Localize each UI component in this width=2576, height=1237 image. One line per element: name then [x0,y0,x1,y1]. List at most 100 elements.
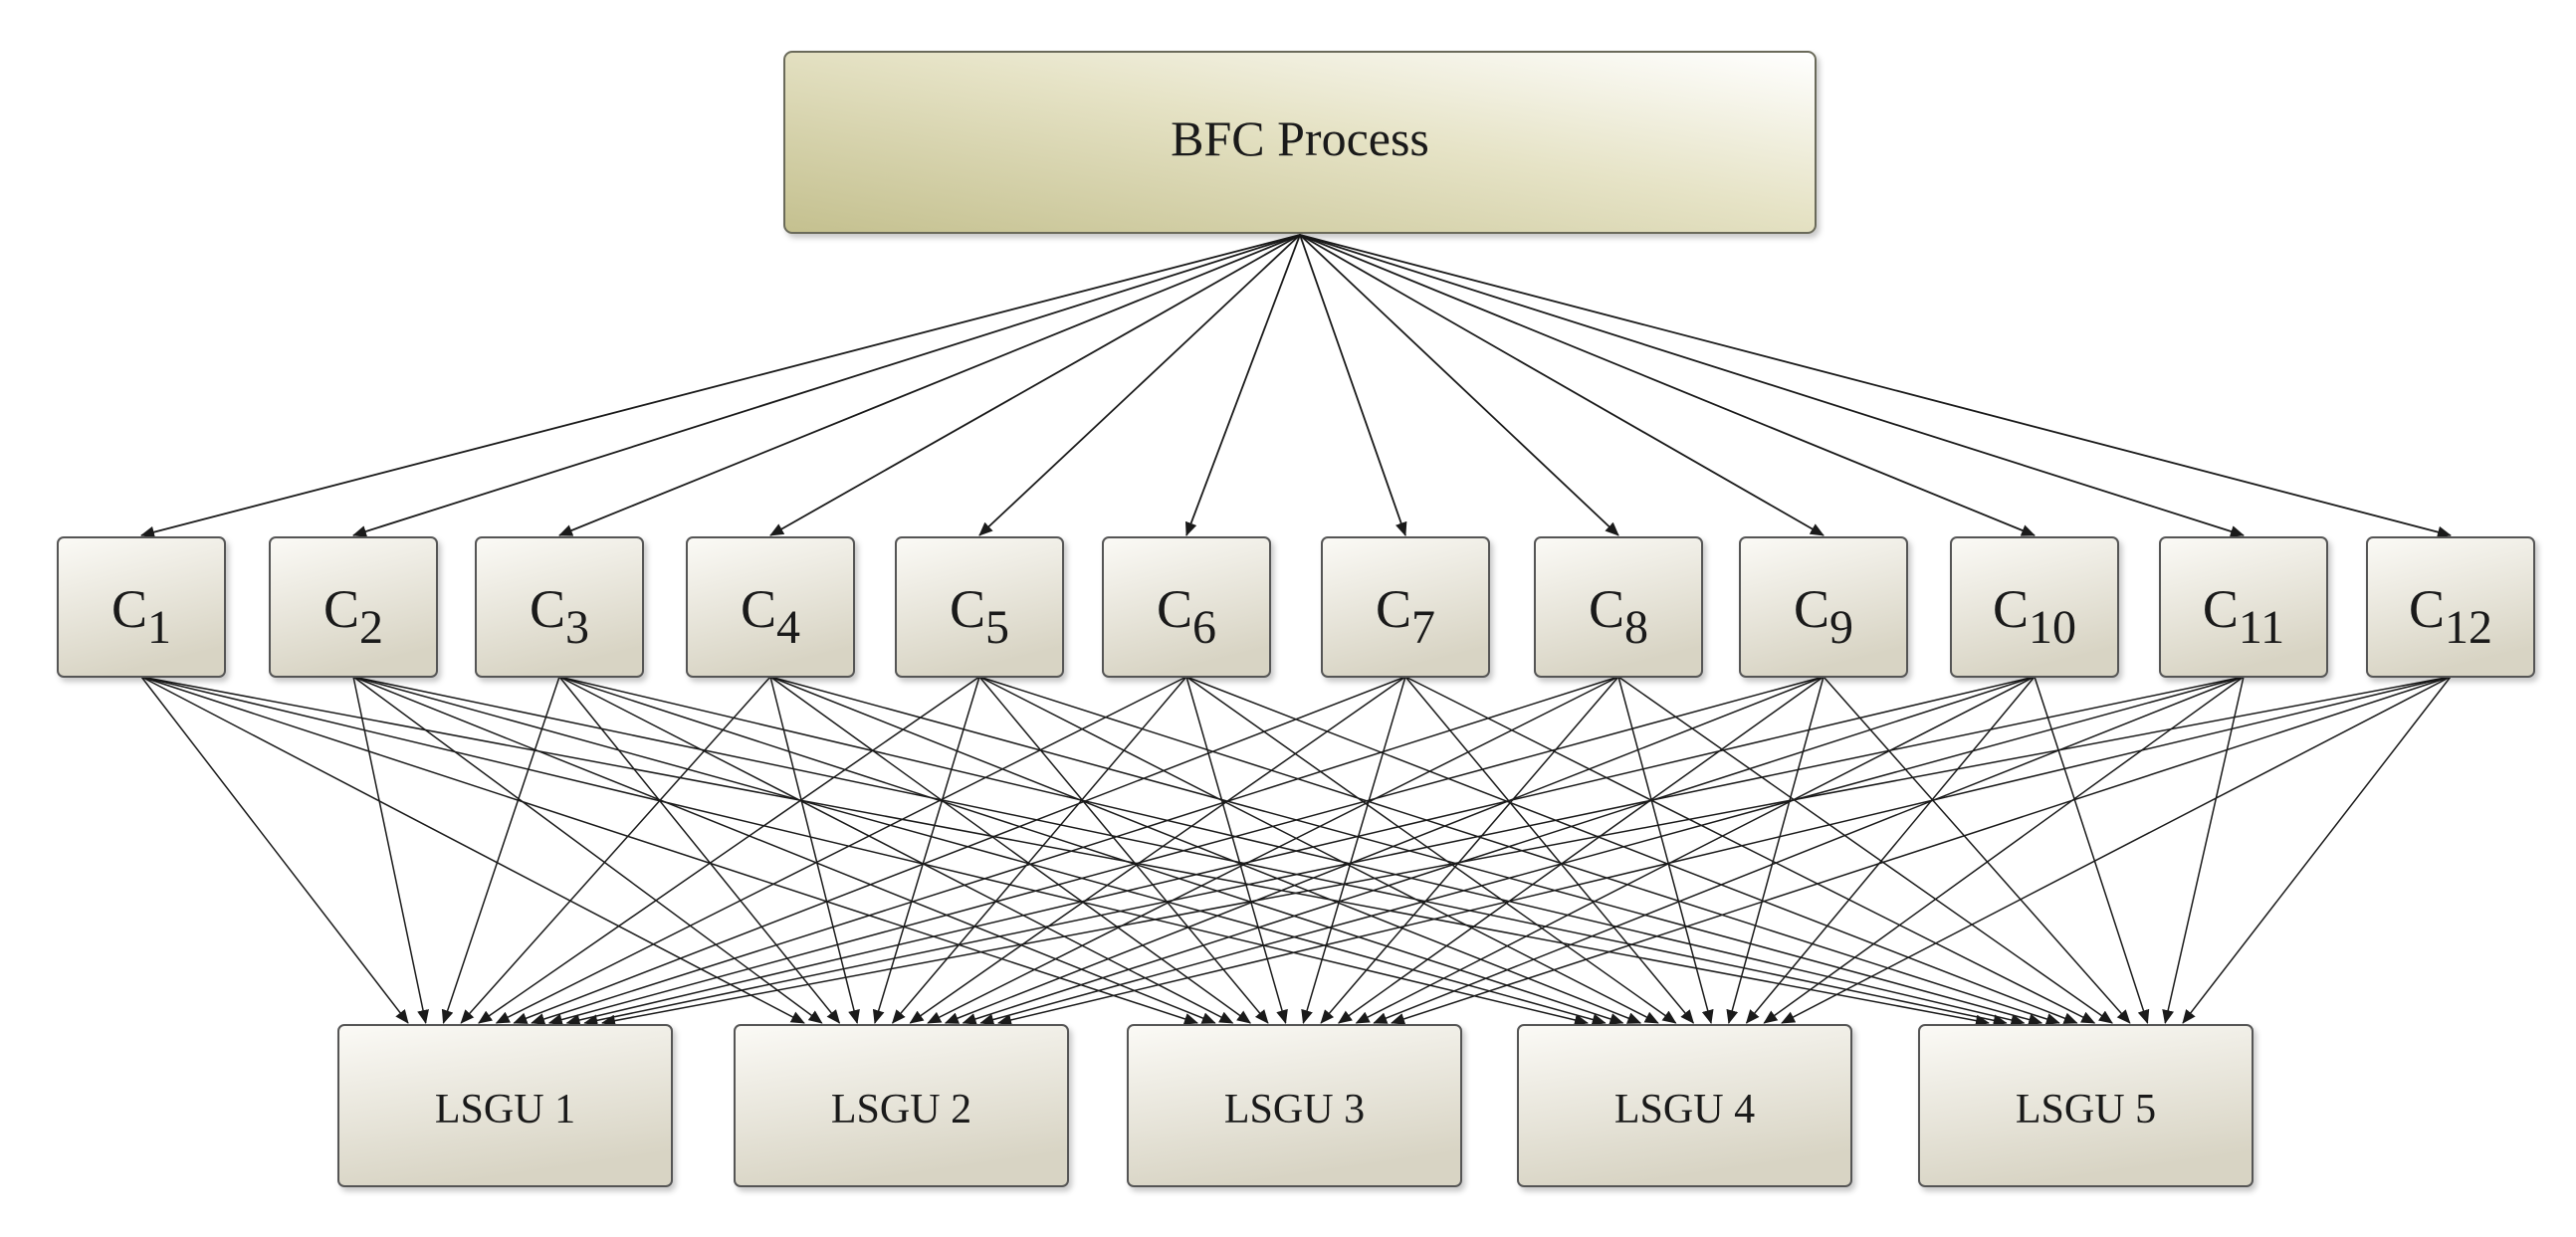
edge-root-to-c12 [1299,234,2452,538]
alternative-box [734,1024,1069,1187]
edge-c4-to-lsgu1 [460,676,771,1024]
criterion-base: C [111,579,147,639]
edge-c3-to-lsgu3 [558,676,1234,1024]
edge-c4-to-lsgu4 [769,676,1642,1024]
edge-c11-to-lsgu3 [1373,676,2245,1024]
edge-c9-to-lsgu3 [1338,676,1825,1024]
criterion-base: C [1589,579,1624,639]
edge-c9-to-lsgu2 [944,676,1825,1024]
edge-c1-to-lsgu3 [140,676,1198,1025]
edge-c11-to-lsgu4 [1763,676,2245,1024]
criterion-subscript: 1 [147,601,171,654]
criterion-base: C [2409,579,2445,639]
criterion-base: C [1157,579,1192,639]
edge-c12-to-lsgu2 [997,676,2452,1026]
criterion-subscript: 5 [985,601,1009,654]
edge-c8-to-lsgu4 [1617,676,1714,1024]
criterion-subscript: 6 [1192,601,1216,654]
edge-c11-to-lsgu1 [583,676,2245,1027]
criterion-subscript: 11 [2239,601,2284,654]
criterion-base: C [950,579,985,639]
edge-root-to-c8 [1299,234,1619,536]
criterion-label-8: C8 [1589,579,1648,654]
criterion-subscript: 3 [565,601,589,654]
criterion-label-6: C6 [1157,579,1216,654]
criterion-node-7: C7 [1321,536,1490,678]
edge-root-to-c10 [1299,234,2036,536]
criterion-label-7: C7 [1376,579,1435,654]
alternative-box [1127,1024,1462,1187]
edge-c12-to-lsgu3 [1391,676,2452,1025]
criterion-subscript: 10 [2029,601,2076,654]
criterion-box [475,536,644,678]
criterion-node-11: C11 [2159,536,2328,678]
edge-c12-to-lsgu5 [2182,676,2452,1024]
edge-c6-to-lsgu3 [1185,676,1288,1024]
criterion-box [269,536,438,678]
edge-c2-to-lsgu3 [352,676,1216,1024]
edge-c8-to-lsgu5 [1617,676,2113,1024]
alternative-box [1918,1024,2254,1187]
alternative-label-1: LSGU 1 [435,1087,575,1133]
criterion-label-12: C12 [2409,579,2492,654]
edge-c8-to-lsgu1 [531,676,1619,1025]
edge-c7-to-lsgu3 [1301,676,1406,1024]
edge-c5-to-lsgu2 [872,676,980,1024]
alternative-node-2: LSGU 2 [734,1024,1069,1187]
edge-c10-to-lsgu1 [565,676,2036,1026]
criterion-subscript: 9 [1829,601,1853,654]
edge-root-to-c9 [1299,234,1825,536]
edge-c6-to-lsgu1 [495,676,1187,1024]
edge-root-to-c4 [769,234,1301,536]
edge-c12-to-lsgu4 [1781,676,2452,1024]
criterion-label-11: C11 [2203,579,2284,654]
criterion-base: C [1376,579,1411,639]
criterion-node-3: C3 [475,536,644,678]
criterion-base: C [741,579,776,639]
criterion-label-9: C9 [1794,579,1853,654]
criterion-label-10: C10 [1993,579,2076,654]
edge-c10-to-lsgu3 [1355,676,2036,1024]
edge-c1-to-lsgu4 [140,676,1589,1026]
criterion-subscript: 12 [2445,601,2492,654]
edge-c6-to-lsgu5 [1185,676,2078,1024]
edge-c6-to-lsgu4 [1185,676,1677,1024]
edge-c5-to-lsgu3 [978,676,1269,1024]
edge-c2-to-lsgu2 [352,676,823,1024]
edge-c1-to-lsgu5 [140,676,1990,1027]
alternative-label-4: LSGU 4 [1614,1087,1755,1133]
criterion-base: C [2203,579,2239,639]
edge-c3-to-lsgu1 [441,676,560,1024]
edge-c1-to-lsgu2 [140,676,805,1024]
alternative-box [337,1024,673,1187]
criterion-box [2159,536,2328,678]
criterion-node-6: C6 [1102,536,1271,678]
edge-c1-to-lsgu1 [140,676,409,1024]
criterion-base: C [1794,579,1829,639]
criterion-box [686,536,855,678]
criterion-node-12: C12 [2366,536,2535,678]
root-node: BFC Process [783,51,1817,234]
alternative-node-1: LSGU 1 [337,1024,673,1187]
edge-c11-to-lsgu2 [979,676,2245,1026]
criterion-subscript: 8 [1624,601,1648,654]
edge-c8-to-lsgu3 [1320,676,1619,1024]
edge-c4-to-lsgu3 [769,676,1251,1024]
root-to-criteria-edges [140,234,2452,538]
edge-c10-to-lsgu5 [2034,676,2150,1024]
criterion-node-10: C10 [1950,536,2119,678]
criterion-box [1321,536,1490,678]
edge-c9-to-lsgu5 [1823,676,2131,1024]
criterion-label-1: C1 [111,579,171,654]
edge-root-to-c7 [1299,234,1407,536]
edge-c5-to-lsgu1 [478,676,980,1024]
edge-c7-to-lsgu1 [513,676,1406,1024]
edge-c7-to-lsgu5 [1404,676,2096,1024]
criterion-label-5: C5 [950,579,1009,654]
alternative-node-4: LSGU 4 [1517,1024,1852,1187]
criterion-node-9: C9 [1739,536,1908,678]
edge-root-to-c5 [978,234,1301,536]
edge-c3-to-lsgu4 [558,676,1624,1025]
